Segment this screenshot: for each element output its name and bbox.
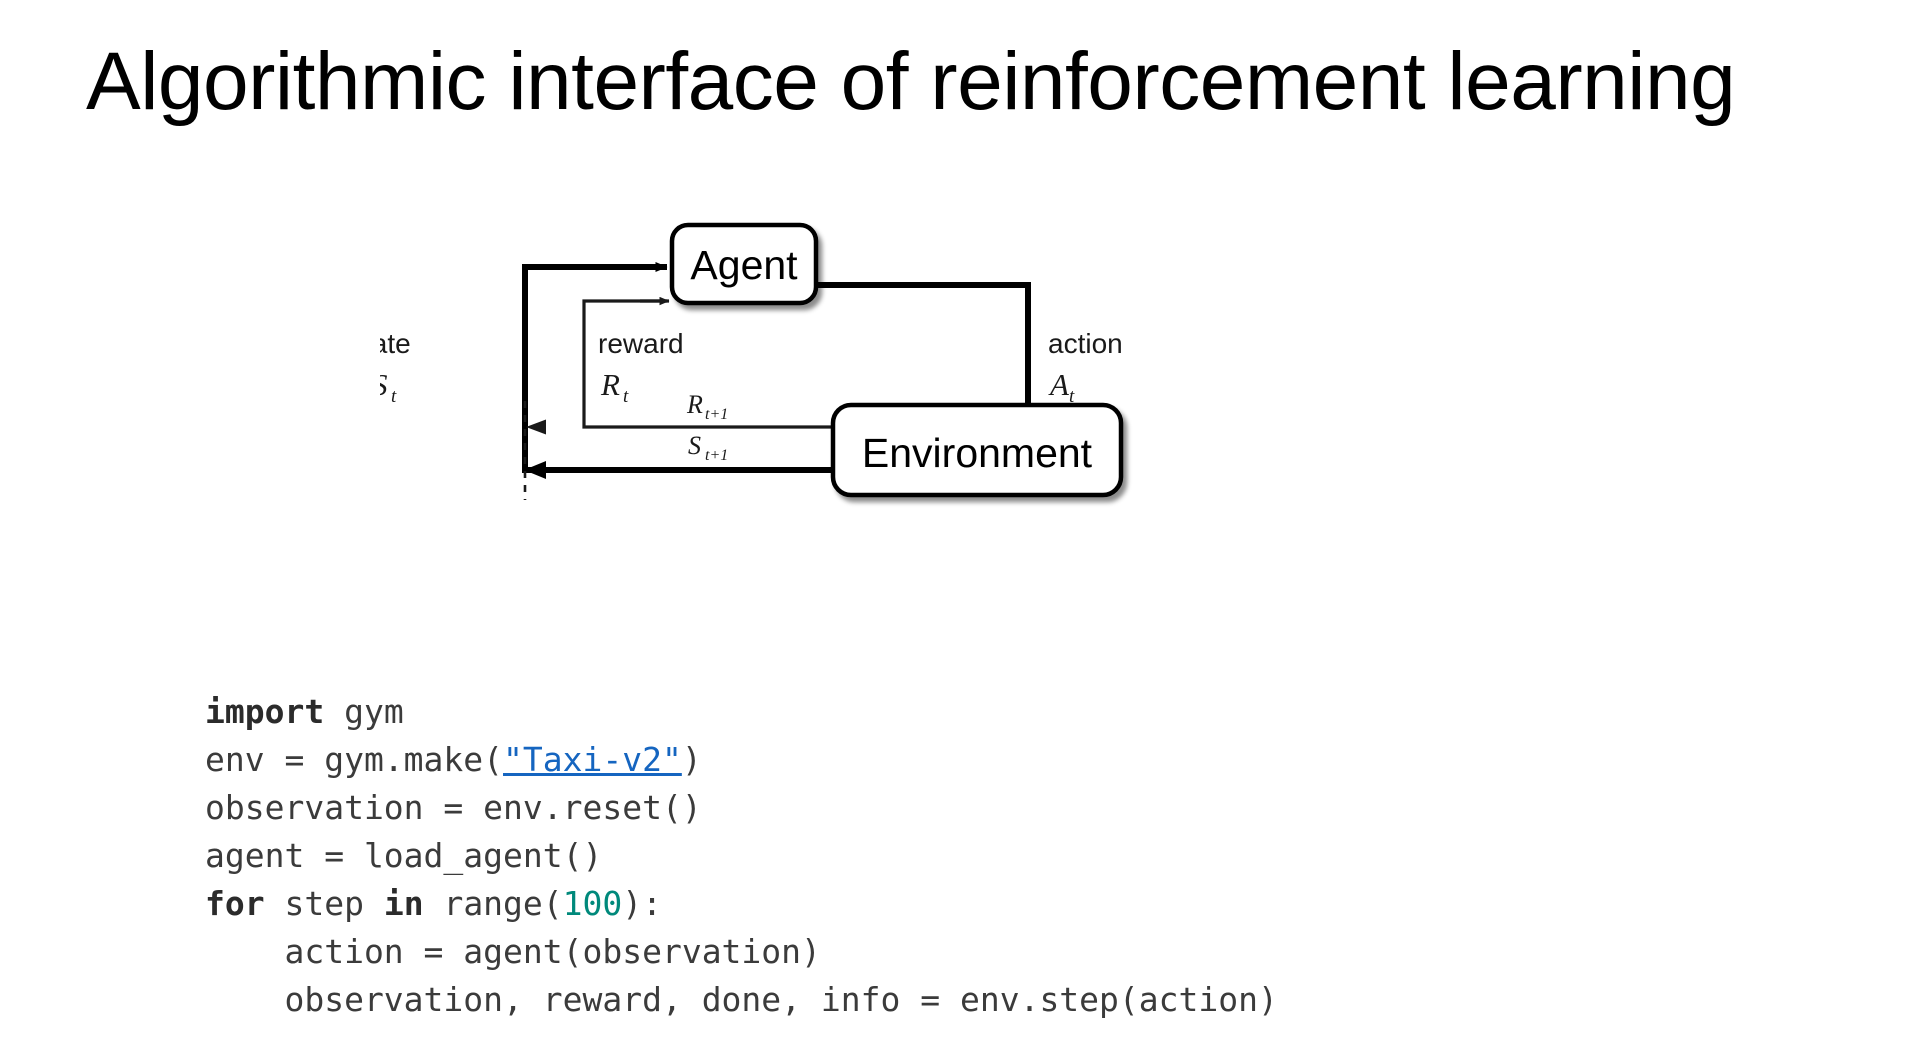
code-keyword: import (205, 692, 325, 731)
code-line: import gym (205, 688, 1278, 736)
agent-node-label: Agent (690, 242, 798, 288)
page-title: Algorithmic interface of reinforcement l… (86, 36, 1736, 127)
code-text: observation, reward, done, info = env.st… (205, 980, 1278, 1019)
reward-subscript-label: t (623, 386, 629, 407)
action-symbol-label: A (1048, 367, 1070, 402)
code-text: gym (324, 692, 404, 731)
code-line: agent = load_agent() (205, 832, 1278, 880)
action-subscript-label: t (1069, 386, 1075, 407)
code-number: 100 (562, 884, 623, 923)
state-feedback-path (522, 262, 835, 473)
next-reward-arrowhead (526, 419, 546, 435)
code-text: range( (423, 884, 563, 923)
code-line: observation = env.reset() (205, 784, 1278, 832)
next-reward-symbol-label: R (686, 390, 703, 419)
next-reward-label-group: R t+1 (686, 390, 728, 423)
action-label-group: action A t (1048, 328, 1123, 407)
state-label-group: state S t (380, 328, 411, 407)
code-text: ): (622, 884, 663, 923)
code-text: env = gym.make( (205, 740, 504, 779)
environment-node[interactable]: Environment (830, 402, 1124, 498)
code-text: agent = load_agent() (205, 836, 603, 875)
next-state-arrowhead (524, 461, 546, 479)
environment-node-label: Environment (862, 430, 1093, 476)
next-state-symbol-label: S (688, 431, 701, 460)
code-line: env = gym.make("Taxi-v2") (205, 736, 1278, 784)
reward-symbol-label: R (600, 367, 620, 402)
state-word-label: state (380, 328, 411, 359)
reward-label-group: reward R t (598, 328, 684, 407)
next-state-subscript-label: t+1 (705, 447, 728, 464)
code-line: observation, reward, done, info = env.st… (205, 976, 1278, 1024)
code-keyword: in (383, 884, 424, 923)
code-text: step (264, 884, 384, 923)
reward-word-label: reward (598, 328, 684, 359)
action-word-label: action (1048, 328, 1123, 359)
state-symbol-label: S (380, 367, 388, 402)
next-state-label-group: S t+1 (688, 431, 728, 464)
reward-feedback-path (582, 296, 835, 429)
state-subscript-label: t (391, 386, 397, 407)
code-line: action = agent(observation) (205, 928, 1278, 976)
code-line: for step in range(100): (205, 880, 1278, 928)
code-text: action = agent(observation) (205, 932, 821, 971)
code-string-link[interactable]: "Taxi-v2" (503, 740, 682, 779)
code-text: observation = env.reset() (205, 788, 702, 827)
code-keyword: for (205, 884, 265, 923)
next-reward-subscript-label: t+1 (705, 406, 728, 423)
code-text: ) (681, 740, 702, 779)
agent-node[interactable]: Agent (669, 222, 819, 306)
rl-interaction-diagram: Agent Environment state S t reward R t (380, 205, 1440, 545)
